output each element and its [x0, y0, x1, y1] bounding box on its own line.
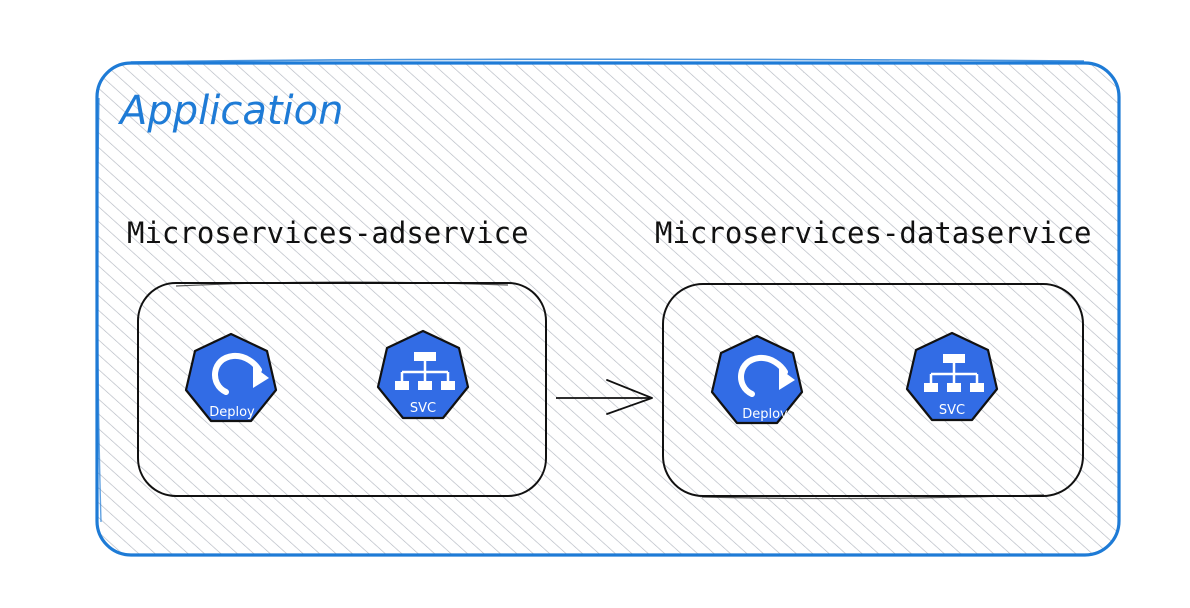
svc-label: SVC [939, 403, 965, 418]
service-icon: SVC [376, 329, 470, 420]
svc-label: SVC [410, 401, 436, 416]
service-title-adservice: Microservices-adservice [127, 216, 529, 250]
deployment-icon: Deploy [184, 332, 278, 423]
deployment-icon: Deploy [710, 334, 804, 425]
service-icon: SVC [905, 331, 999, 422]
service-title-dataservice: Microservices-dataservice [655, 216, 1092, 250]
connection-arrow [556, 379, 653, 415]
deploy-label: Deploy [209, 405, 255, 420]
service-box-adservice [137, 281, 547, 497]
service-box-dataservice [662, 283, 1084, 500]
application-container [95, 58, 1121, 557]
application-title: Application [117, 88, 344, 134]
deploy-label: Deploy [742, 407, 788, 422]
